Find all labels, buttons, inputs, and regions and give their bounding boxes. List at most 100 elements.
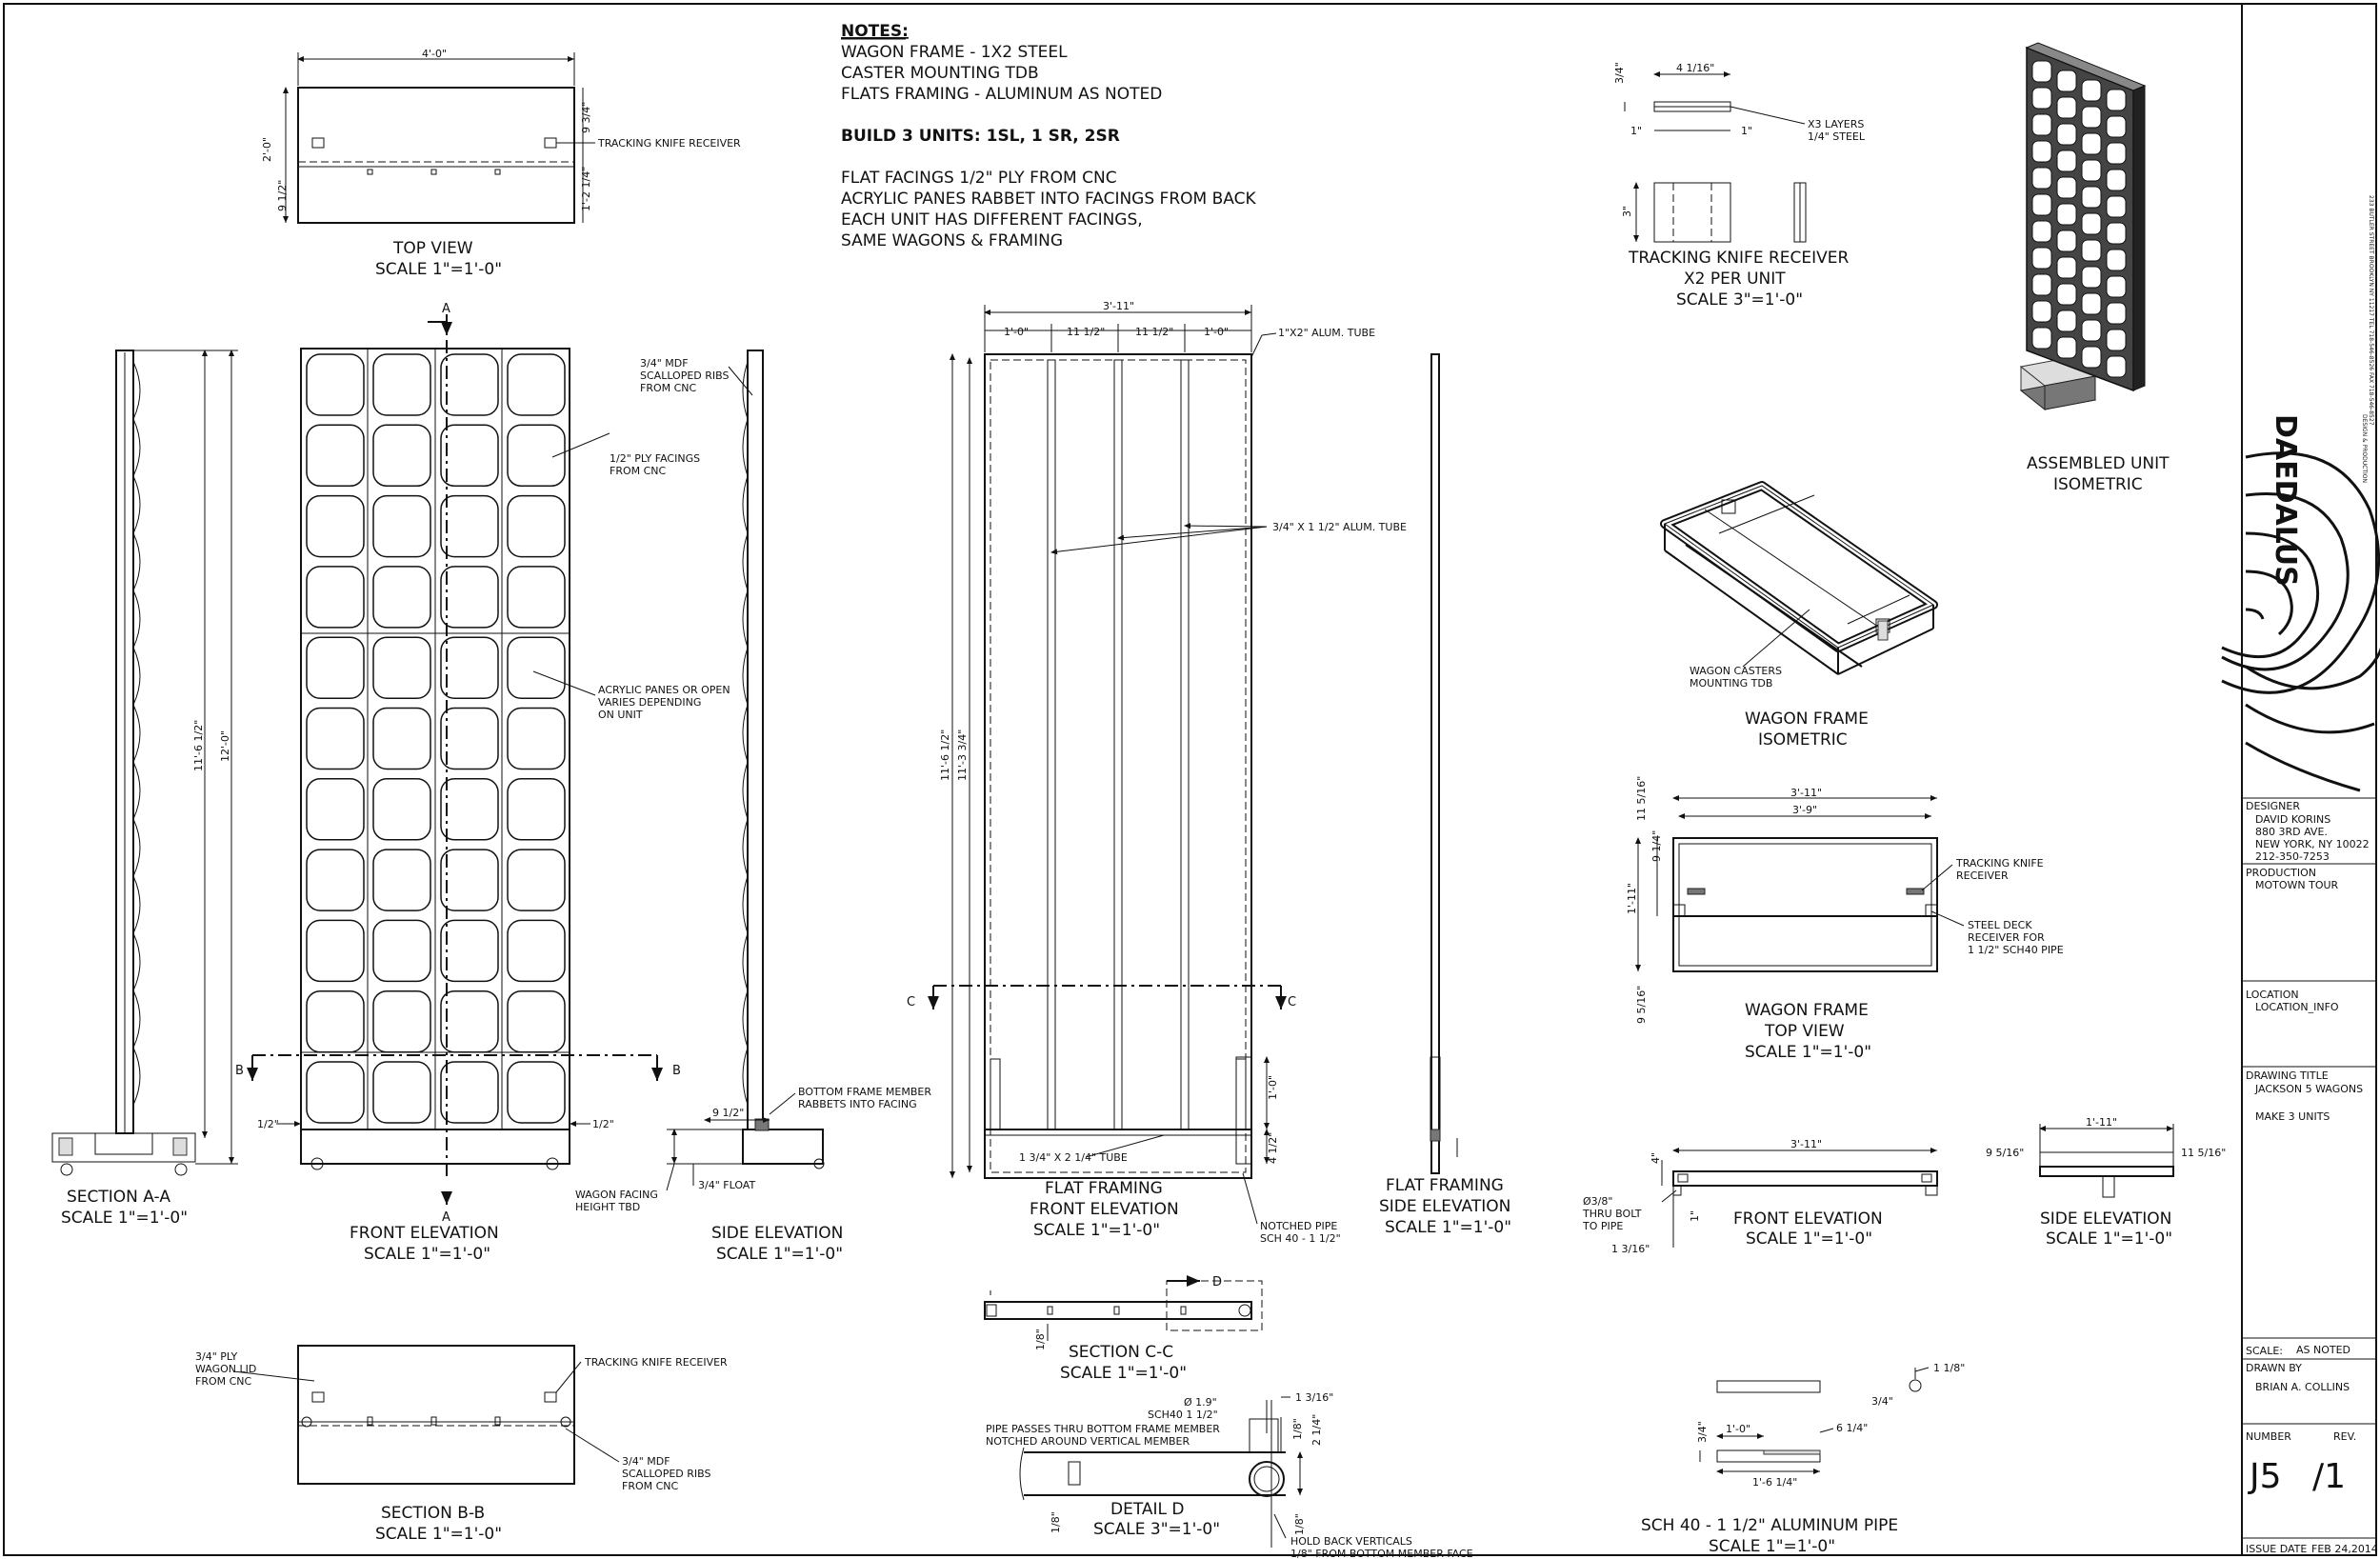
view-title: FLAT FRAMING [1045, 1179, 1163, 1198]
facing-cell [507, 353, 566, 416]
isometric-cell [2106, 222, 2127, 245]
sheet-rev: /1 [2312, 1457, 2346, 1496]
svg-text:1/2": 1/2" [592, 1118, 614, 1130]
isometric-cell [2106, 275, 2127, 298]
view-scale: SCALE 3"=1'-0" [1676, 290, 1803, 310]
svg-text:2'-0": 2'-0" [261, 137, 273, 162]
cut-mark-a: A [442, 302, 450, 316]
isometric-cell [2081, 106, 2102, 129]
flat-framing-front: 3'-11" 1'-0" 11 1/2" 11 1/2" 1'-0" 11'-6… [907, 300, 1407, 1245]
cut-mark-b: B [235, 1064, 244, 1078]
view-title: WAGON FRAME [1745, 710, 1869, 729]
svg-text:3'-11": 3'-11" [1790, 787, 1822, 799]
svg-text:Ø 1.9": Ø 1.9" [1184, 1396, 1217, 1409]
facing-cell [306, 919, 365, 983]
notes-line: ACRYLIC PANES RABBET INTO FACINGS FROM B… [841, 190, 1256, 209]
view-title: SCH 40 - 1 1/2" ALUMINUM PIPE [1641, 1516, 1898, 1535]
svg-text:3/4": 3/4" [1696, 1421, 1709, 1443]
company-name: DAEDALUS [2269, 414, 2302, 587]
view-scale: SCALE 1"=1'-0" [1746, 1229, 1872, 1249]
cut-mark-a: A [442, 1210, 450, 1225]
svg-text:1 3/16": 1 3/16" [1611, 1243, 1650, 1255]
svg-text:4 1/16": 4 1/16" [1676, 62, 1714, 74]
notes-line: CASTER MOUNTING TDB [841, 64, 1039, 83]
facing-cell [440, 566, 499, 629]
facing-cell [372, 353, 431, 416]
facing-cell [306, 424, 365, 488]
facing-cell [372, 636, 431, 699]
svg-text:4": 4" [1650, 1152, 1662, 1164]
isometric-cell [2106, 249, 2127, 271]
isometric-cell [2081, 186, 2102, 209]
isometric-cell [2106, 142, 2127, 165]
svg-text:1/8": 1/8" [1050, 1511, 1062, 1533]
view-title: SECTION B-B [381, 1504, 485, 1523]
label-number: NUMBER [2246, 1430, 2291, 1443]
isometric-cell [2106, 195, 2127, 218]
facing-cell [440, 707, 499, 770]
svg-text:JACKSON 5 WAGONS: JACKSON 5 WAGONS [2254, 1083, 2363, 1095]
facing-cell [507, 566, 566, 629]
view-title: DETAIL D [1110, 1500, 1185, 1519]
view-title: SECTION A-A [67, 1188, 170, 1207]
isometric-cell [2031, 60, 2052, 83]
facing-cell [306, 989, 365, 1053]
facing-cell [507, 1061, 566, 1124]
assembled-unit-isometric: ASSEMBLED UNIT ISOMETRIC [2019, 42, 2170, 494]
isometric-cell [2031, 87, 2052, 110]
svg-text:1'-6 1/4": 1'-6 1/4" [1752, 1476, 1797, 1489]
facing-cell [372, 494, 431, 558]
svg-text:AS NOTED: AS NOTED [2296, 1344, 2350, 1356]
notes-block: NOTES: WAGON FRAME - 1X2 STEEL CASTER MO… [841, 22, 1256, 250]
view-scale: SCALE 1"=1'-0" [375, 260, 502, 279]
facing-cell [507, 989, 566, 1053]
facing-cell [440, 353, 499, 416]
svg-text:880 3RD AVE.: 880 3RD AVE. [2255, 826, 2328, 838]
isometric-cell [2056, 123, 2077, 146]
isometric-cell [2031, 140, 2052, 163]
sheet-border [3, 3, 2377, 1556]
svg-text:MOTOWN TOUR: MOTOWN TOUR [2255, 879, 2339, 891]
facing-cell [372, 989, 431, 1053]
view-title: FLAT FRAMING [1386, 1176, 1504, 1195]
label-issue-date: ISSUE DATE [2246, 1543, 2307, 1555]
svg-text:11 5/16": 11 5/16" [1635, 776, 1648, 821]
detail-mark-d: D [1212, 1275, 1222, 1289]
callout-bottom-tube: 1 3/4" X 2 1/4" TUBE [1019, 1151, 1128, 1164]
wagon-side-elevation: 1'-11" 9 5/16" 11 5/16" SIDE ELEVATION S… [1986, 1116, 2226, 1249]
isometric-cell [2031, 193, 2052, 216]
isometric-cell [2031, 327, 2052, 350]
svg-text:11 1/2": 11 1/2" [1135, 326, 1173, 338]
facing-cell [440, 636, 499, 699]
svg-text:1": 1" [1630, 125, 1642, 137]
label-scale: SCALE: [2246, 1345, 2283, 1357]
facing-cell [440, 989, 499, 1053]
view-scale: SCALE 1"=1'-0" [1033, 1221, 1160, 1240]
notes-build: BUILD 3 UNITS: 1SL, 1 SR, 2SR [841, 127, 1120, 146]
view-title: X2 PER UNIT [1684, 270, 1786, 289]
svg-text:1/8": 1/8" [1291, 1418, 1304, 1440]
svg-text:3'-9": 3'-9" [1792, 804, 1817, 816]
facing-cell [306, 636, 365, 699]
title-block: DAEDALUS DESIGN & PRODUCTION 233 BUTLER … [2221, 4, 2380, 1555]
isometric-cell [2031, 247, 2052, 270]
label-rev: REV. [2333, 1430, 2356, 1443]
svg-text:NEW YORK, NY 10022: NEW YORK, NY 10022 [2255, 838, 2370, 850]
facing-cell [306, 707, 365, 770]
facing-cell [440, 849, 499, 911]
svg-text:FEB 24,2014: FEB 24,2014 [2311, 1543, 2378, 1555]
view-scale: SCALE 1"=1'-0" [1709, 1537, 1835, 1556]
